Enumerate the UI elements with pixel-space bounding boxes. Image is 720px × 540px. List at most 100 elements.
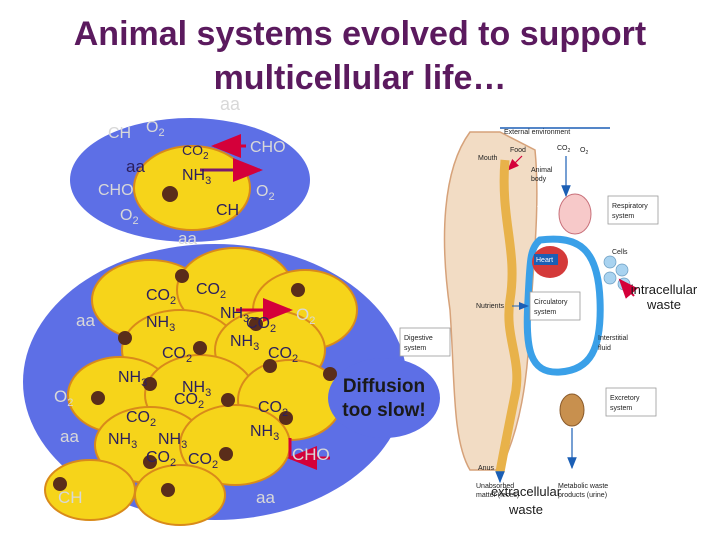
callout-line-1: Diffusion xyxy=(343,376,425,397)
nucleus xyxy=(249,317,263,331)
fig-inter-2: fluid xyxy=(598,345,611,352)
circ-system-box xyxy=(529,291,581,321)
mc-ch: CH xyxy=(58,488,83,507)
fig-mouth: Mouth xyxy=(478,155,498,162)
mc-o2-2: O2 xyxy=(296,305,315,327)
mc-aa-2: aa xyxy=(60,427,79,446)
fig-o2: O2 xyxy=(580,147,588,156)
circulatory-loop xyxy=(523,235,604,376)
mc-nh3-6: NH3 xyxy=(250,423,279,443)
mc-co2-8: CO2 xyxy=(126,409,156,429)
fig-co2: CO2 xyxy=(557,145,571,154)
lung xyxy=(558,193,592,235)
fig-unabs-1: Unabsorbed xyxy=(476,483,514,490)
mc-nh3-4: NH3 xyxy=(118,369,147,389)
mc-nh3-3: NH3 xyxy=(230,333,259,353)
fig-metab-1: Metabolic waste xyxy=(558,483,608,490)
extracellular-label-2: waste xyxy=(508,502,543,517)
digestive-tube xyxy=(495,159,522,473)
intracellular-arrow xyxy=(618,278,638,299)
tissue-cell xyxy=(603,255,617,269)
fig-dig-1: Digestive xyxy=(404,335,433,342)
title-line-2: multicellular life… xyxy=(213,59,507,97)
mc-nh3-1: NH3 xyxy=(146,314,175,334)
mc-nh3-7: NH3 xyxy=(108,431,137,451)
uc-nh3: NH3 xyxy=(182,167,211,187)
fig-animal-2: body xyxy=(531,176,547,183)
nucleus xyxy=(175,269,189,283)
fig-inter-1: Interstitial xyxy=(598,335,628,342)
callout-bubble xyxy=(328,358,440,438)
fig-excr-2: system xyxy=(610,405,632,412)
nucleus xyxy=(219,447,233,461)
heart-label-bg xyxy=(534,254,558,265)
fig-resp-2: system xyxy=(612,213,634,220)
nucleus xyxy=(291,283,305,297)
mc-o2-1: O2 xyxy=(54,387,73,409)
intracellular-label-2: waste xyxy=(646,297,681,312)
mc-co2-10: CO2 xyxy=(188,451,218,471)
multicellular-organism: CO2 CO2 NH3 NH3 CO2 NH3 CO2 CO2 NH3 NH3 … xyxy=(23,244,407,526)
nucleus xyxy=(143,455,157,469)
mc-co2-6: CO2 xyxy=(174,391,204,411)
mc-aa-1: aa xyxy=(76,311,95,330)
mc-cho: CHO xyxy=(292,445,330,464)
food-arrow xyxy=(507,155,523,171)
uc-aa-left: aa xyxy=(126,157,145,176)
nuclei xyxy=(53,269,337,497)
fig-excr-1: Excretory xyxy=(610,395,640,402)
excr-system-box xyxy=(605,387,657,417)
nucleus xyxy=(279,411,293,425)
uc-o2-left: O2 xyxy=(146,119,165,139)
organ-systems-figure: External environment Food CO2 O2 Mouth A… xyxy=(399,127,659,499)
cell xyxy=(134,464,226,526)
diffusion-callout: Diffusion too slow! xyxy=(328,358,440,438)
uc-cho-right: CHO xyxy=(250,139,286,156)
fig-circ-2: system xyxy=(534,309,556,316)
fig-circ-1: Circulatory xyxy=(534,299,568,306)
mc-nh3-5: NH3 xyxy=(182,379,211,399)
tissue-cell xyxy=(615,263,629,277)
extracellular-label-1: extracellular xyxy=(491,484,562,499)
mc-nh3-2: NH3 xyxy=(220,305,249,325)
uc-cho-left: CHO xyxy=(98,182,134,199)
resp-system-box xyxy=(607,195,659,225)
nucleus xyxy=(193,341,207,355)
fig-dig-2: system xyxy=(404,345,426,352)
uc-o2-right: O2 xyxy=(256,183,275,203)
mc-nh3-8: NH3 xyxy=(158,431,187,451)
fig-unabs-2: matter (feces) xyxy=(476,492,519,499)
mc-co2-9: CO2 xyxy=(146,449,176,469)
uc-co2: CO2 xyxy=(182,142,209,162)
uc-ch-left: CH xyxy=(108,125,131,142)
fig-animal-1: Animal xyxy=(531,167,553,174)
fig-metab-2: products (urine) xyxy=(558,492,607,499)
fig-cells: Cells xyxy=(612,249,628,256)
dig-system-box xyxy=(399,327,451,357)
uc-ch-right: CH xyxy=(216,202,239,219)
animal-body xyxy=(443,131,538,471)
title-line-1: Animal systems evolved to support xyxy=(73,15,647,53)
uc-o2-bottom: O2 xyxy=(120,207,139,227)
mc-co2-1: CO2 xyxy=(146,287,176,307)
nucleus xyxy=(161,483,175,497)
mc-co2-2: CO2 xyxy=(196,281,226,301)
fig-resp-1: Respiratory xyxy=(612,203,648,210)
mc-co2-5: CO2 xyxy=(268,345,298,365)
mc-aa-3: aa xyxy=(256,488,275,507)
nucleus xyxy=(143,377,157,391)
mc-co2-4: CO2 xyxy=(162,345,192,365)
unicellular-organism: aa CH O2 aa CHO O2 CO2 NH3 CHO CH O2 aa xyxy=(70,94,310,248)
fig-external-env: External environment xyxy=(504,129,570,136)
nucleus xyxy=(221,393,235,407)
nucleus xyxy=(91,391,105,405)
mc-co2-3: CO2 xyxy=(246,315,276,335)
nucleus xyxy=(263,359,277,373)
fig-food: Food xyxy=(510,147,526,154)
uc-aa-top: aa xyxy=(220,94,241,114)
unicell-body xyxy=(133,145,251,231)
intracellular-label-1: intracellular xyxy=(631,282,698,297)
kidney xyxy=(559,393,585,427)
callout-line-2: too slow! xyxy=(342,400,425,421)
